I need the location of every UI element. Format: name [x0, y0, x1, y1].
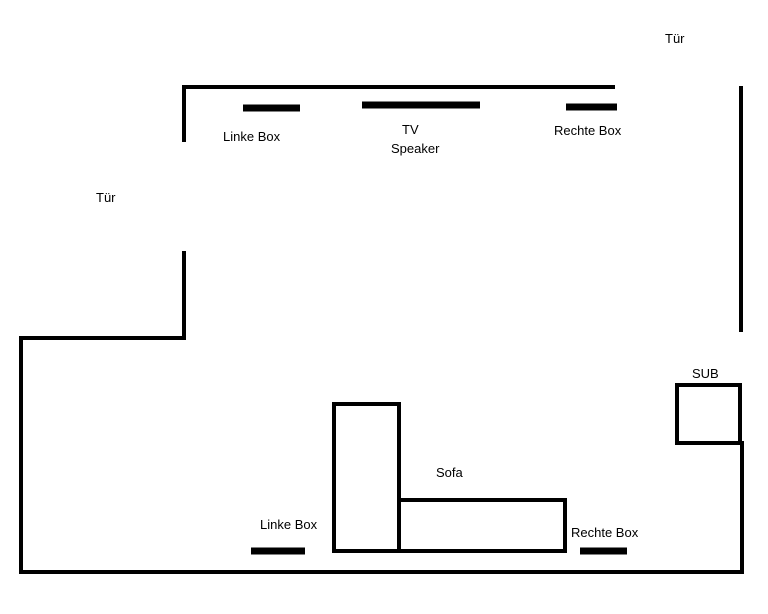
tv-label: TV	[402, 122, 419, 137]
subwoofer-label: SUB	[692, 366, 719, 381]
left-wall-lower	[19, 251, 744, 574]
top-wall	[182, 85, 615, 142]
door-left-label: Tür	[96, 190, 116, 205]
tv-speaker-label: Speaker	[391, 141, 440, 156]
subwoofer	[675, 383, 742, 445]
rear-left-speaker-label: Linke Box	[260, 517, 318, 532]
front-right-speaker-label: Rechte Box	[554, 123, 622, 138]
door-top-right-label: Tür	[665, 31, 685, 46]
sofa-vertical	[332, 402, 401, 553]
rear-right-speaker-label: Rechte Box	[571, 525, 639, 540]
sofa-horizontal	[397, 498, 567, 553]
sofa-label: Sofa	[436, 465, 463, 480]
front-left-speaker-label: Linke Box	[223, 129, 281, 144]
